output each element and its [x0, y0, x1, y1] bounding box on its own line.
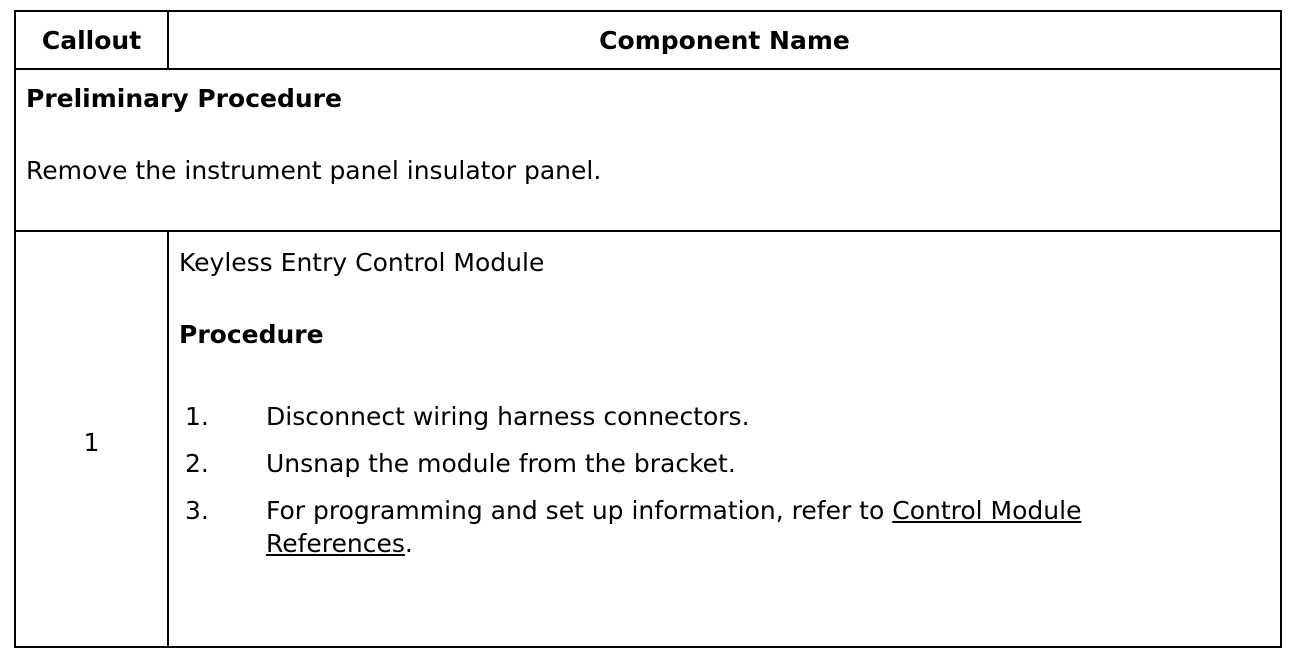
preliminary-title: Preliminary Procedure — [26, 84, 342, 113]
callout-number: 1 — [83, 428, 100, 457]
procedure-step: 1. Disconnect wiring harness connectors. — [179, 400, 1139, 433]
step-number: 3. — [185, 496, 209, 525]
step-text: For programming and set up information, … — [266, 494, 1086, 560]
step-text-suffix: . — [404, 529, 413, 558]
header-component-name: Component Name — [599, 26, 850, 55]
procedure-step: 3. For programming and set up informatio… — [179, 494, 1139, 560]
preliminary-row: Preliminary Procedure Remove the instrum… — [16, 70, 1280, 232]
step-text-prefix: For programming and set up information, … — [266, 496, 893, 525]
preliminary-text: Remove the instrument panel insulator pa… — [26, 156, 602, 185]
column-divider — [167, 232, 169, 646]
step-text: Unsnap the module from the bracket. — [266, 449, 736, 478]
procedure-step: 2. Unsnap the module from the bracket. — [179, 447, 1139, 480]
procedure-title: Procedure — [179, 320, 324, 349]
component-table: Callout Component Name Preliminary Proce… — [14, 10, 1282, 648]
column-divider — [167, 12, 169, 70]
step-text: Disconnect wiring harness connectors. — [266, 402, 750, 431]
table-header-row: Callout Component Name — [16, 12, 1280, 70]
header-callout: Callout — [41, 26, 142, 55]
control-module-references-link[interactable]: Control Module References — [266, 496, 1082, 558]
step-number: 2. — [185, 449, 209, 478]
step-number: 1. — [185, 402, 209, 431]
procedure-steps: 1. Disconnect wiring harness connectors.… — [179, 400, 1139, 574]
component-name: Keyless Entry Control Module — [179, 248, 545, 277]
table-row: 1 Keyless Entry Control Module Procedure… — [16, 232, 1280, 646]
